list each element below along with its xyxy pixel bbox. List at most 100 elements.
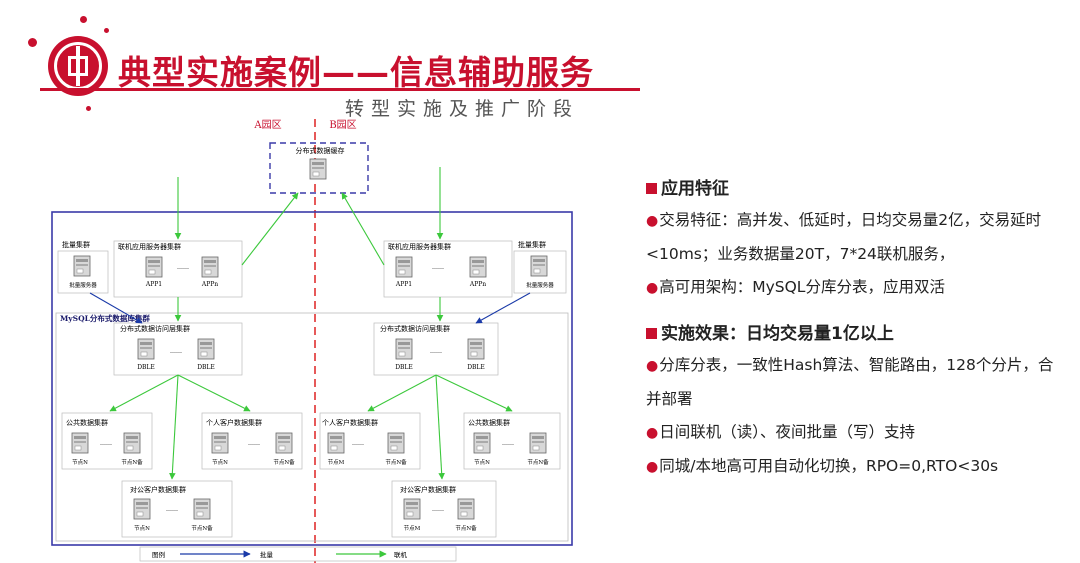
bullet-text: 日间联机（读）、夜间批量（写）支持: [659, 423, 915, 441]
bullet-text: 交易特征：高并发、低延时，日均交易量2亿，交易延时<10ms；业务数据量20T，…: [646, 211, 1042, 263]
node-label: 节点M: [404, 524, 421, 532]
bank-logo-icon: [48, 36, 108, 96]
dble-left-2: DBLE: [197, 364, 215, 371]
appn-left: APPn: [201, 281, 218, 288]
ellipsis: ……: [248, 440, 260, 447]
bullet-text: 高可用架构：MySQL分库分表，应用双活: [659, 278, 945, 296]
dble-left-1: DBLE: [137, 364, 155, 371]
mysql-frame: [55, 312, 569, 542]
ellipsis: ……: [432, 506, 444, 513]
app1-left: APP1: [145, 281, 162, 288]
heading-text: 实施效果：日均交易量1亿以上: [661, 324, 894, 344]
appn-icon-left: [201, 256, 219, 278]
dble-icon-left-2: [197, 338, 215, 360]
decor-dot: [28, 38, 37, 47]
node-icon: [387, 432, 405, 454]
page-title: 典型实施案例——信息辅助服务: [118, 53, 594, 92]
node-icon: [133, 498, 151, 520]
effects-heading: 实施效果：日均交易量1亿以上: [646, 319, 1066, 349]
app1-icon-left: [145, 256, 163, 278]
app1-right: APP1: [395, 281, 412, 288]
ellipsis: ……: [177, 264, 189, 271]
ellipsis: ……: [100, 440, 112, 447]
dble-right-2: DBLE: [467, 364, 485, 371]
title-underline: [40, 88, 640, 91]
dble-right-1: DBLE: [395, 364, 413, 371]
personal-cluster-left: 个人客户数据集群: [206, 418, 262, 427]
square-bullet-icon: [646, 183, 657, 194]
node-icon: [275, 432, 293, 454]
corporate-cluster-right: 对公客户数据集群: [400, 485, 456, 494]
public-cluster-left: 公共数据集群: [66, 418, 108, 427]
node-label: 节点N备: [121, 458, 143, 466]
dot-bullet-icon: ●: [646, 425, 659, 441]
node-icon: [123, 432, 141, 454]
personal-cluster-right: 个人客户数据集群: [322, 418, 378, 427]
node-label: 节点N备: [455, 524, 477, 532]
batch-server-right: 批量服务器: [526, 281, 554, 289]
appn-right: APPn: [469, 281, 486, 288]
ellipsis: ……: [502, 440, 514, 447]
bullet-item: ●高可用架构：MySQL分库分表，应用双活: [646, 271, 1066, 305]
dble-icon-right-1: [395, 338, 413, 360]
heading-text: 应用特征: [661, 179, 729, 199]
batch-server-left: 批量服务器: [69, 281, 97, 289]
batch-arrows: [89, 292, 531, 324]
decor-dot: [86, 106, 91, 111]
architecture-diagram: A园区 B园区 分布式数据缓存 MySQL分布式数据库集群 批量集群 批量服务器…: [51, 119, 573, 563]
node-label: 节点N备: [191, 524, 213, 532]
node-label: 节点N备: [273, 458, 295, 466]
node-label: 节点N: [134, 524, 150, 532]
app-cluster-right: 联机应用服务器集群: [388, 242, 451, 251]
ellipsis: ……: [170, 348, 182, 355]
ellipsis: ……: [432, 264, 444, 271]
dot-bullet-icon: ●: [646, 213, 659, 229]
node-label: 节点M: [328, 458, 345, 466]
dot-bullet-icon: ●: [646, 459, 659, 475]
dot-bullet-icon: ●: [646, 358, 659, 374]
node-label: 节点N备: [527, 458, 549, 466]
batch-cluster-left: 批量集群: [62, 240, 90, 249]
cache-server-icon: [309, 158, 327, 180]
bullet-item: ●交易特征：高并发、低延时，日均交易量2亿，交易延时<10ms；业务数据量20T…: [646, 204, 1066, 271]
info-panel: 应用特征 ●交易特征：高并发、低延时，日均交易量2亿，交易延时<10ms；业务数…: [646, 174, 1066, 484]
node-label: 节点N备: [385, 458, 407, 466]
bullet-item: ●日间联机（读）、夜间批量（写）支持: [646, 416, 1066, 450]
corporate-cluster-left: 对公客户数据集群: [130, 485, 186, 494]
app-cluster-left: 联机应用服务器集群: [118, 242, 181, 251]
legend-online: 联机: [394, 550, 408, 559]
bullet-item: ●同城/本地高可用自动化切换，RPO=0,RTO<30s: [646, 450, 1066, 484]
node-icon: [71, 432, 89, 454]
dot-bullet-icon: ●: [646, 280, 659, 296]
bullet-item: ●分库分表，一致性Hash算法、智能路由，128个分片，合并部署: [646, 349, 1066, 416]
dble-cluster-left: 分布式数据访问层集群: [120, 324, 190, 333]
node-icon: [529, 432, 547, 454]
node-icon: [403, 498, 421, 520]
node-icon: [457, 498, 475, 520]
cache-label: 分布式数据缓存: [296, 146, 345, 155]
batch-server-icon-left: [73, 255, 91, 277]
cache-box: [269, 142, 369, 194]
public-cluster-right: 公共数据集群: [468, 418, 510, 427]
ellipsis: ……: [166, 506, 178, 513]
node-label: 节点N: [212, 458, 228, 466]
legend-box: [139, 546, 457, 562]
batch-server-icon-right: [530, 255, 548, 277]
ellipsis: ……: [430, 348, 442, 355]
decor-dot: [80, 16, 87, 23]
dble-cluster-right: 分布式数据访问层集群: [380, 324, 450, 333]
node-icon: [211, 432, 229, 454]
decor-dot: [104, 28, 109, 33]
app1-icon-right: [395, 256, 413, 278]
legend-batch: 批量: [260, 550, 274, 559]
app-features-heading: 应用特征: [646, 174, 1066, 204]
node-icon: [193, 498, 211, 520]
online-arrows: [109, 167, 513, 480]
node-label: 节点N: [474, 458, 490, 466]
system-frame: [51, 211, 573, 546]
mysql-label: MySQL分布式数据库集群: [60, 313, 150, 323]
node-icon: [473, 432, 491, 454]
legend-title: 图例: [152, 550, 165, 559]
bullet-text: 同城/本地高可用自动化切换，RPO=0,RTO<30s: [659, 457, 999, 475]
zone-a-label: A园区: [253, 119, 281, 131]
